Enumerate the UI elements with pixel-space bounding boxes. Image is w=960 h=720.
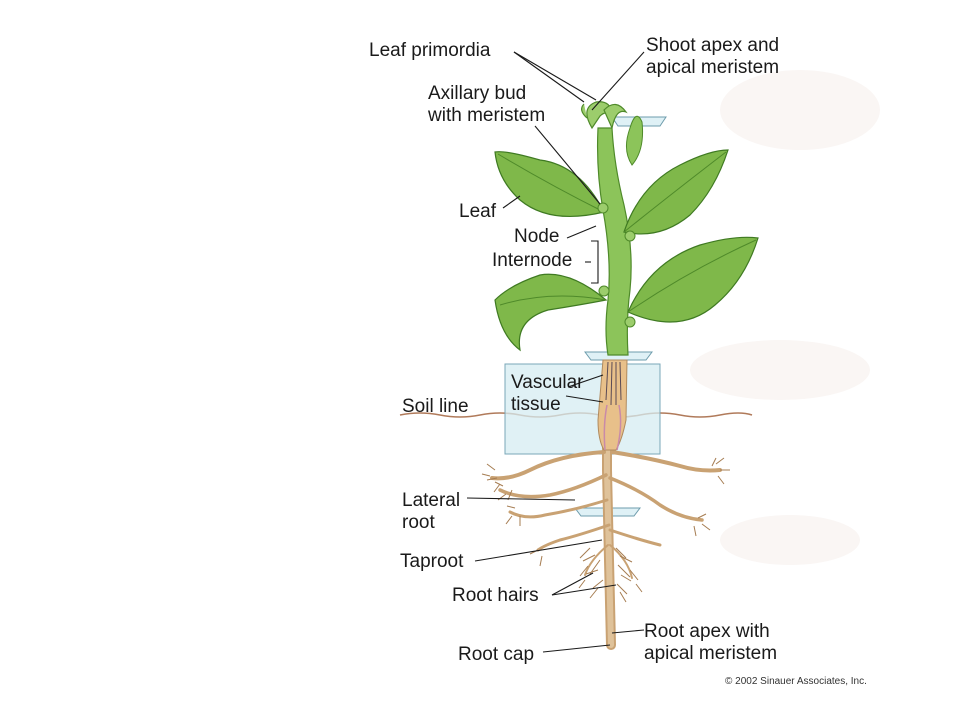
leaf-lower-right: [627, 236, 759, 323]
label-lateral-root: Lateral root: [402, 490, 460, 534]
label-lateral-line1: Lateral: [402, 490, 461, 511]
vascular-strands: [605, 361, 622, 406]
label-root-apex: Root apex with apical meristem: [644, 621, 777, 665]
copyright-notice: © 2002 Sinauer Associates, Inc.: [725, 676, 867, 687]
label-soil-line-text: Soil line: [402, 396, 469, 417]
label-vascular-tissue: Vascular tissue: [511, 372, 584, 416]
label-node-text: Node: [514, 226, 560, 247]
leaf-lower-left: [494, 273, 608, 352]
label-shoot-apex-line2: apical meristem: [646, 57, 780, 78]
label-root-hairs-text: Root hairs: [452, 585, 539, 606]
axillary-buds: [597, 202, 636, 328]
label-soil-line: Soil line: [402, 396, 469, 418]
section-plates: [574, 116, 667, 517]
label-leaf-text: Leaf: [459, 201, 496, 222]
root-hairs: [481, 457, 730, 603]
label-leaf: Leaf: [459, 201, 496, 223]
label-root-cap-text: Root cap: [458, 644, 535, 665]
label-vascular-line1: Vascular: [511, 372, 584, 393]
root-system: [490, 415, 722, 650]
label-shoot-apex-line1: Shoot apex and: [646, 35, 780, 56]
label-node: Node: [514, 226, 559, 248]
label-internode-text: Internode: [492, 250, 573, 271]
label-axillary-bud-line2: with meristem: [428, 105, 546, 126]
label-root-cap: Root cap: [458, 644, 534, 666]
label-taproot-text: Taproot: [400, 551, 464, 572]
leaf-veins: [497, 151, 757, 313]
label-internode: Internode: [492, 250, 572, 272]
label-lateral-line2: root: [402, 512, 435, 533]
leader-lines: [466, 51, 645, 653]
label-axillary-bud-line1: Axillary bud: [428, 83, 527, 104]
label-taproot: Taproot: [400, 551, 463, 573]
label-vascular-line2: tissue: [511, 394, 561, 415]
label-shoot-apex: Shoot apex and apical meristem: [646, 35, 779, 79]
label-root-apex-line2: apical meristem: [644, 643, 778, 664]
label-leaf-primordia-text: Leaf primordia: [369, 40, 491, 61]
top-right-bud: [626, 115, 643, 166]
label-root-hairs: Root hairs: [452, 585, 539, 607]
background-blobs: [690, 70, 880, 565]
vascular-strands-pink: [603, 404, 622, 451]
label-root-apex-line1: Root apex with: [644, 621, 770, 642]
label-axillary-bud: Axillary bud with meristem: [428, 83, 545, 127]
label-leaf-primordia: Leaf primordia: [369, 40, 490, 62]
